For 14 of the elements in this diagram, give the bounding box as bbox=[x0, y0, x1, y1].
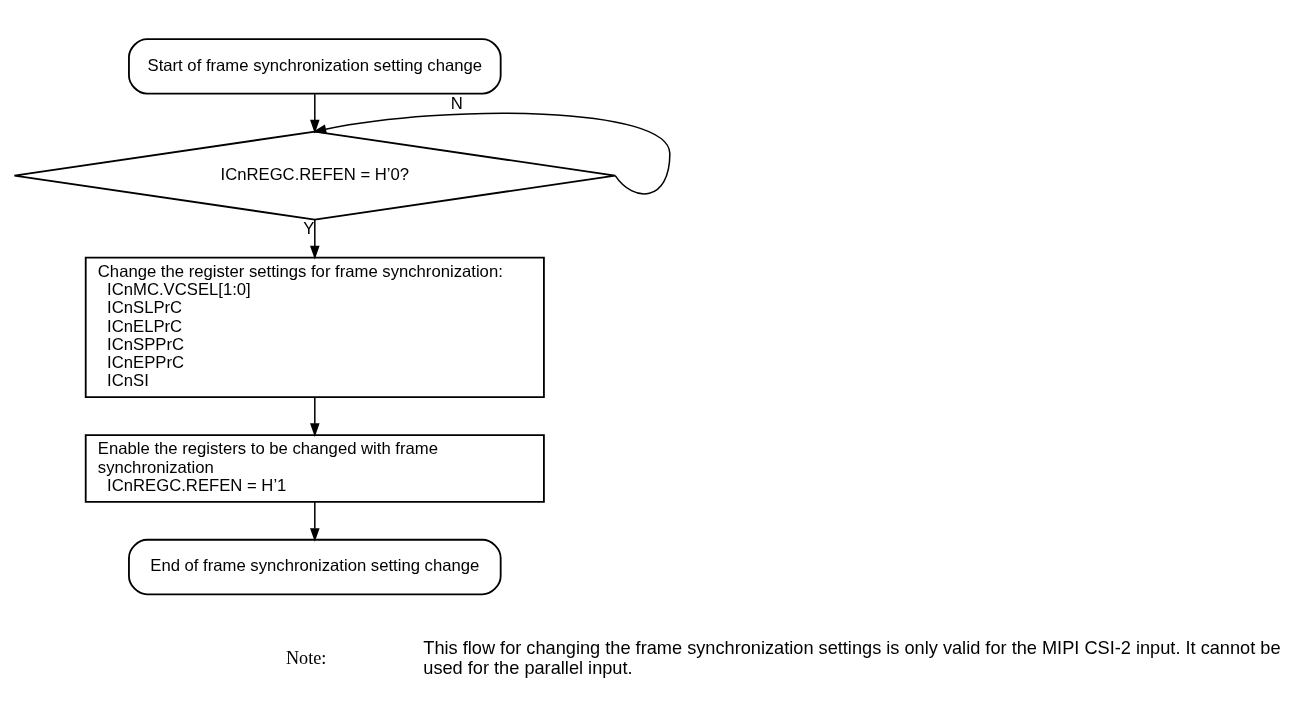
node-box: End of frame synchronization setting change bbox=[128, 538, 502, 596]
node-diamond: ICnREGC.REFEN = H’0? bbox=[13, 130, 617, 221]
label: Note: bbox=[285, 648, 327, 669]
node-box: Start of frame synchronization setting change bbox=[128, 38, 502, 95]
arrow bbox=[310, 396, 320, 437]
node-box: Change the register settings for frame synchronization: ICnMC.VCSEL[1:0] ICnSLPrC ICnELPrC ICnSPPrC ICnEPPrC ICnSI bbox=[84, 256, 545, 399]
arrow bbox=[312, 112, 671, 195]
label: This flow for changing the frame synchronization settings is only valid for the MIPI CSI-2 input. It cannot be used for the parallel input. bbox=[423, 638, 1281, 679]
edge-label: N bbox=[450, 94, 463, 114]
node-box: Enable the registers to be changed with frame synchronization ICnREGC.REFEN = H’1 bbox=[84, 434, 545, 503]
arrow bbox=[310, 501, 320, 542]
arrow bbox=[310, 219, 320, 260]
edge-label: Y bbox=[303, 218, 315, 238]
arrow bbox=[310, 93, 320, 134]
